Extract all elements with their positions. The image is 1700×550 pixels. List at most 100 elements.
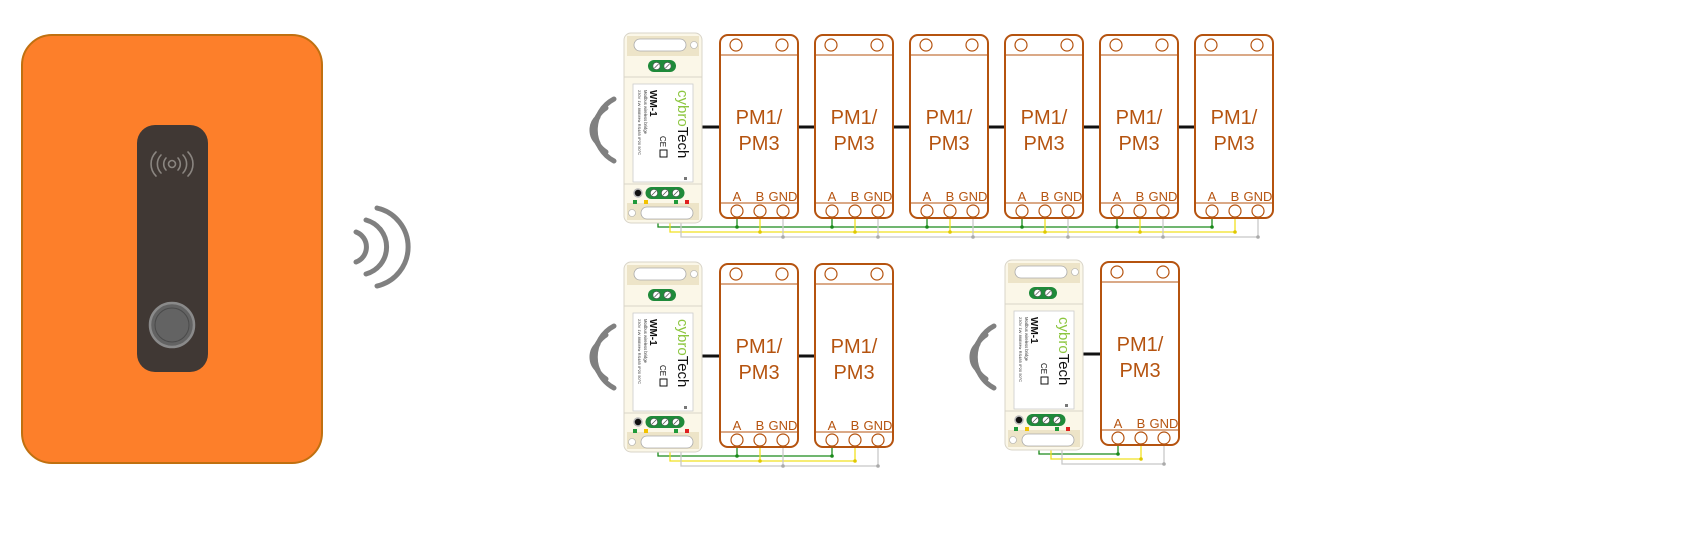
- brand-logo: cybroTech: [674, 319, 691, 387]
- pm-body: [909, 34, 989, 219]
- terminal-hole: [1134, 431, 1148, 445]
- terminal-label-a: A: [733, 418, 742, 433]
- terminal-block: [648, 289, 676, 301]
- wireless-signal-out-icon: [353, 205, 411, 289]
- screw-hole: [1109, 38, 1123, 52]
- junction: [758, 230, 762, 234]
- terminal-hole: [920, 204, 934, 218]
- mounting-slot: [1014, 265, 1068, 279]
- junction: [1256, 235, 1260, 239]
- pm-label-line2: PM3: [1118, 133, 1159, 155]
- wm1-model: WM-1: [647, 90, 658, 117]
- terminal-label-gnd: GND: [864, 189, 893, 204]
- reset-button: [633, 417, 643, 427]
- status-led: [1066, 427, 1070, 431]
- pm-label-line2: PM3: [1213, 133, 1254, 155]
- junction: [1139, 457, 1143, 461]
- ce-mark: CE: [1039, 363, 1048, 374]
- status-led: [644, 200, 648, 204]
- terminal-hole: [1157, 431, 1171, 445]
- terminal-hole: [776, 204, 790, 218]
- pm-label-line2: PM3: [738, 133, 779, 155]
- wm1-subtitle: Modbus wireless bridge: [643, 90, 648, 135]
- pm-body: [719, 263, 799, 448]
- screw-hole: [1156, 265, 1170, 279]
- screw-hole: [1110, 265, 1124, 279]
- mounting-slot: [633, 38, 687, 52]
- junction: [925, 225, 929, 229]
- junction: [830, 225, 834, 229]
- junction: [735, 225, 739, 229]
- terminal-hole: [753, 433, 767, 447]
- junction: [853, 230, 857, 234]
- pm-label-line1: PM1/: [1117, 334, 1164, 356]
- pm-body: [1099, 34, 1179, 219]
- terminal-label-gnd: GND: [959, 189, 988, 204]
- terminal-label-a: A: [828, 189, 837, 204]
- wm1-model: WM-1: [1028, 317, 1039, 344]
- junction: [971, 235, 975, 239]
- terminal-label-b: B: [756, 189, 765, 204]
- terminal-hole: [848, 204, 862, 218]
- junction: [1138, 230, 1142, 234]
- terminal-hole: [871, 204, 885, 218]
- pm-label-line1: PM1/: [926, 107, 973, 129]
- pm-label-line2: PM3: [833, 362, 874, 384]
- screw-hole: [824, 38, 838, 52]
- screw-hole: [775, 38, 789, 52]
- junction: [1162, 462, 1166, 466]
- pm-body: [719, 34, 799, 219]
- terminal-hole: [1133, 204, 1147, 218]
- junction: [758, 459, 762, 463]
- wm1-spec: 230V 1W 868MHz RS485 IP20 50°C: [1018, 317, 1023, 382]
- junction: [1233, 230, 1237, 234]
- ce-mark: CE: [658, 136, 667, 147]
- round-button: [148, 301, 196, 349]
- terminal-hole: [1111, 431, 1125, 445]
- terminal-label-b: B: [1137, 416, 1146, 431]
- screw-hole: [1250, 38, 1264, 52]
- terminal-hole: [1251, 204, 1265, 218]
- pm-body: [1004, 34, 1084, 219]
- terminal-label-a: A: [828, 418, 837, 433]
- terminal-hole: [1061, 204, 1075, 218]
- junction: [781, 235, 785, 239]
- screw-hole: [775, 267, 789, 281]
- terminal-label-a: A: [1113, 189, 1122, 204]
- terminal-label-b: B: [756, 418, 765, 433]
- terminal-label-b: B: [851, 189, 860, 204]
- mounting-slot: [640, 206, 694, 220]
- terminal-label-gnd: GND: [1244, 189, 1273, 204]
- pm-label-line1: PM1/: [831, 107, 878, 129]
- status-led: [685, 429, 689, 433]
- pm-label-line1: PM1/: [1116, 107, 1163, 129]
- terminal-label-gnd: GND: [1149, 189, 1178, 204]
- pm-label-line2: PM3: [1119, 360, 1160, 382]
- terminal-label-gnd: GND: [769, 418, 798, 433]
- junction: [948, 230, 952, 234]
- pm-label-line2: PM3: [928, 133, 969, 155]
- status-led: [674, 429, 678, 433]
- status-led: [674, 200, 678, 204]
- junction: [1116, 452, 1120, 456]
- class2-icon: [659, 149, 668, 158]
- terminal-hole: [1156, 204, 1170, 218]
- terminal-hole: [966, 204, 980, 218]
- terminal-hole: [825, 204, 839, 218]
- terminal-block: [648, 60, 676, 72]
- screw-hole: [1204, 38, 1218, 52]
- terminal-label-b: B: [1041, 189, 1050, 204]
- screw-hole: [965, 38, 979, 52]
- status-led: [1014, 427, 1018, 431]
